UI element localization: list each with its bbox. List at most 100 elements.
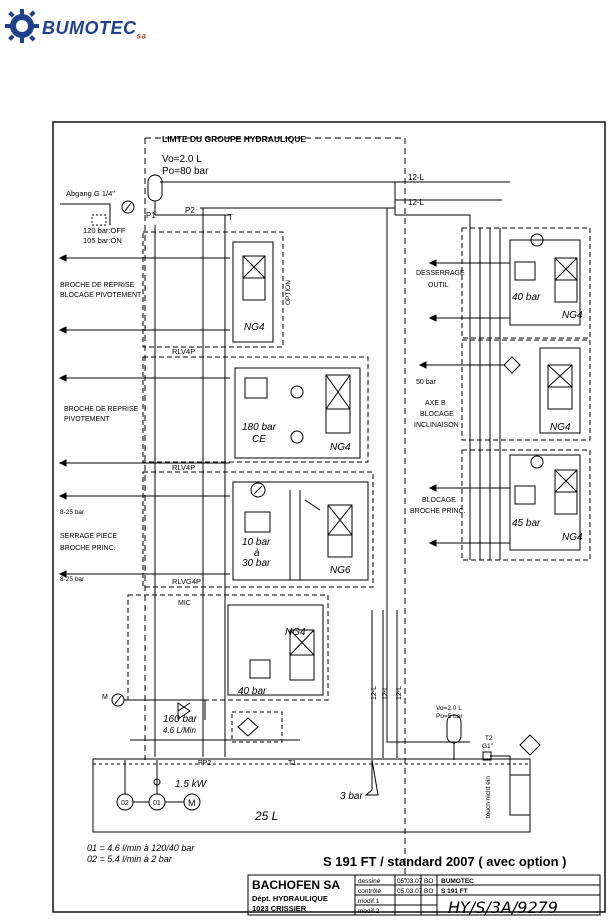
pressure-180: 180 bar — [242, 422, 277, 433]
tb-row1-date: 05.03.07 — [397, 888, 423, 895]
broche-reprise-pivot-2: PIVOTEMENT — [64, 416, 110, 423]
valve-ng4-c-label: NG4 — [285, 627, 306, 638]
right-module-desserrage — [461, 227, 591, 339]
serrage-2: BROCHE PRINC. — [60, 545, 116, 552]
valve-ng4-a — [232, 241, 274, 343]
pump-02-label: 02 — [121, 800, 129, 807]
line-12l-v1: 12-L — [371, 686, 378, 700]
blocage-broche-2: BROCHE PRINC. — [410, 508, 466, 515]
tb-row3-label: modif.2 — [358, 908, 380, 915]
valve-ng4-r1-label: NG4 — [562, 310, 583, 321]
desserrage-2: OUTIL — [428, 282, 449, 289]
port-p2: P2 — [185, 206, 195, 215]
pressure-40-right: 40 bar — [512, 292, 541, 303]
tb-row0-info: BUMOTEC — [441, 878, 474, 885]
pressure-gauge-icon — [121, 200, 135, 214]
module-rlvg4p — [127, 594, 329, 701]
pressure-40-left: 40 bar — [238, 686, 267, 697]
t2-note: touch nicht ein — [485, 776, 492, 818]
pressure-10: 10 bar — [242, 537, 271, 548]
tb-dept: Dépt. HYDRAULIQUE — [252, 894, 328, 903]
relief-line2: 105 bar:ON — [83, 236, 122, 245]
gauge-r1-icon — [530, 233, 544, 247]
line-12l-v3: 12-L — [396, 686, 403, 700]
port-t: T — [228, 213, 233, 222]
module-rlv4p-2 — [142, 471, 374, 588]
tb-row0-label: dessiné — [358, 878, 381, 885]
broche-reprise-pivot-1: BROCHE DE REPRISE — [64, 406, 139, 413]
drawing-border — [52, 121, 606, 913]
relief-valve-icon — [91, 214, 107, 226]
tb-row0-by: BO — [424, 878, 433, 885]
broche-reprise-blocage-1: BROCHE DE REPRISE — [60, 282, 135, 289]
serrage-1: SERRAGE PIECE — [60, 533, 118, 540]
right-module-axe-b — [461, 339, 591, 441]
breather-icon — [519, 734, 541, 756]
pump-01-label: 01 — [153, 800, 161, 807]
tank — [92, 758, 531, 833]
t2-label: T2 — [485, 735, 493, 742]
gauge-10-30-icon — [250, 482, 266, 498]
motor-power: 1.5 kW — [175, 779, 208, 790]
pressure-ce: CE — [252, 434, 266, 445]
valve-ng4-r2-label: NG4 — [550, 422, 571, 433]
header-lines — [155, 207, 395, 216]
valve-r3 — [509, 454, 581, 551]
tb-row2-label: modif.1 — [358, 898, 380, 905]
port-m: M — [102, 694, 108, 701]
desserrage-1: DESSERRAGE — [416, 270, 465, 277]
axe-b-1: AXE B — [425, 400, 446, 407]
tb-city: 1023 CRISSIER — [252, 904, 307, 913]
tb-company: BACHOFEN SA — [252, 878, 340, 892]
acc-small-po: Po=5 bar — [436, 713, 463, 720]
accumulator-top — [147, 174, 163, 202]
check-50: 50 bar — [416, 379, 437, 386]
range-lower: 8-25 bar — [60, 576, 85, 583]
tb-row1-by: BO — [424, 888, 433, 895]
valve-ng4-b-label: NG4 — [330, 442, 351, 453]
valve-ng6-label: NG6 — [330, 565, 351, 576]
tank-volume: 25 L — [254, 809, 278, 823]
port-mic: MIC — [178, 600, 191, 607]
brand-name: BUMOTECsa — [42, 18, 147, 41]
block-rlv4p-2: RLV4P — [172, 463, 195, 472]
abgang-label: Abgang G 1/4" — [66, 189, 115, 198]
throttle-icon — [177, 702, 191, 720]
blocage-broche-1: BLOCAGE — [422, 497, 456, 504]
block-rlvg4p: RLVG4P — [172, 577, 201, 586]
axe-b-3: INCLINAISON — [414, 422, 459, 429]
acc-small-vo: Vo=2.0 L — [436, 705, 462, 712]
filter-icon — [237, 717, 259, 737]
left-output-lines — [58, 254, 230, 578]
group-limit-title: LIMTE DU GROUPE HYDRAULIQUE — [162, 134, 306, 144]
gear-icon — [5, 9, 39, 43]
valve-ng4-a-label: NG4 — [244, 322, 265, 333]
note-01: 01 = 4.6 l/min à 120/40 bar — [87, 843, 195, 853]
block-option: OPTION — [285, 280, 292, 305]
flow-rate: 4.6 L/Min — [163, 726, 196, 735]
check-r2-icon — [503, 356, 521, 374]
pressure-3: 3 bar — [340, 791, 363, 802]
relief-line1: 120 bar:OFF — [83, 226, 126, 235]
brand-suffix: sa — [136, 31, 147, 41]
port-t1: T1 — [288, 760, 296, 767]
motor-label: M — [188, 798, 196, 808]
line-12l-second: 12-L — [408, 198, 425, 207]
pressure-a: à — [254, 548, 260, 559]
module-rlv4p-1 — [142, 356, 369, 463]
tb-drawing-number: HY/S/3A/9279 — [448, 898, 558, 917]
right-module-blocage — [461, 449, 591, 561]
check-3bar-icon — [364, 759, 379, 796]
valve-r1 — [509, 239, 581, 326]
note-02: 02 = 5.4 l/min à 2 bar — [87, 854, 173, 864]
return-leaders — [395, 181, 510, 201]
pressure-45: 45 bar — [512, 518, 541, 529]
pressure-160: 160 bar — [163, 714, 198, 725]
valve-ng4-c — [227, 604, 324, 696]
valve-ng4-r3-label: NG4 — [562, 532, 583, 543]
axe-b-2: BLOCAGE — [420, 411, 454, 418]
filter-module — [231, 711, 283, 743]
accumulator-po: Po=80 bar — [162, 166, 209, 177]
tb-row0-date: 05.03.07 — [397, 878, 423, 885]
